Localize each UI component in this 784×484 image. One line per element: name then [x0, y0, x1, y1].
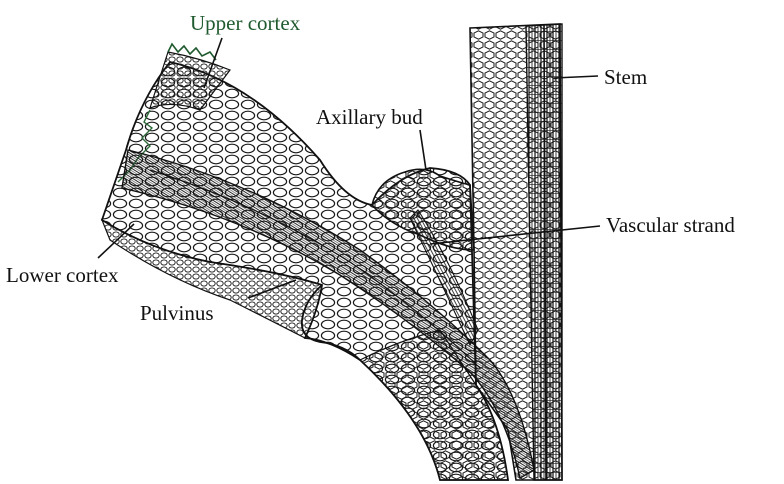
- vascular-strand-label: Vascular strand: [606, 213, 735, 237]
- stem-label: Stem: [604, 65, 647, 89]
- lower-cortex-label: Lower cortex: [6, 263, 119, 287]
- axillary-bud-label: Axillary bud: [316, 105, 423, 129]
- axillary-bud-leader: [420, 130, 426, 170]
- upper-cortex-label: Upper cortex: [190, 11, 301, 35]
- pulvinus-label: Pulvinus: [140, 301, 214, 325]
